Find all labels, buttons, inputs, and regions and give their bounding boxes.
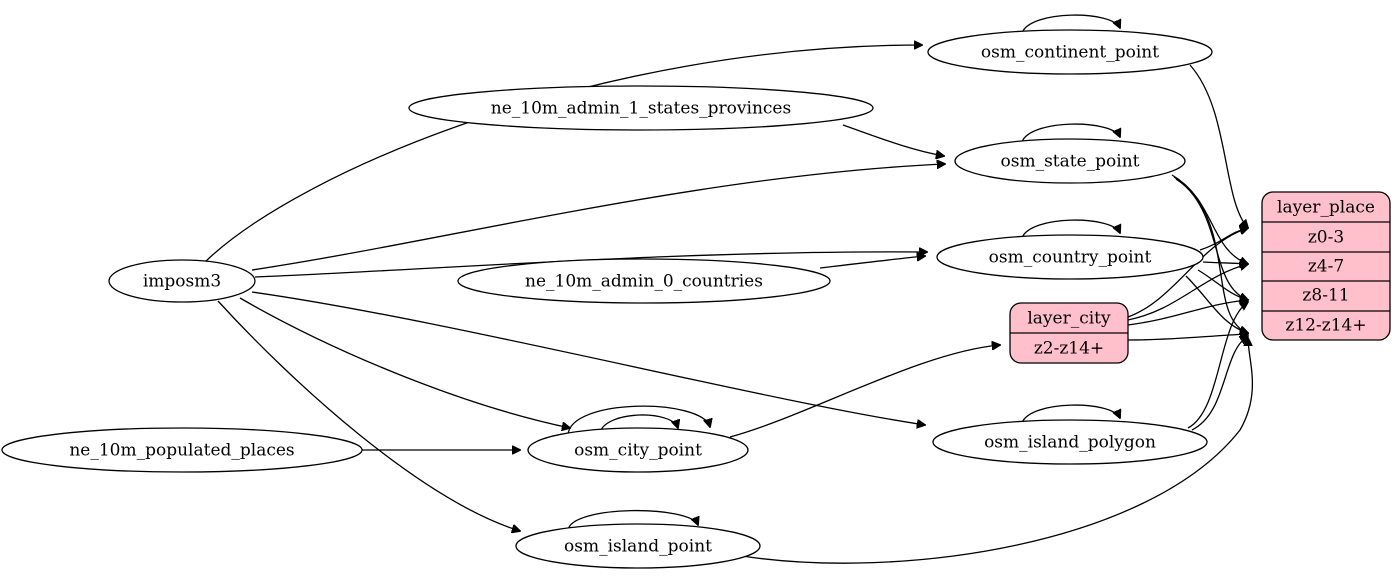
edge-imposm3-osm_state_point (251, 164, 945, 271)
edge-osm_country_point-z4_7 (1202, 262, 1248, 264)
edge-selfloop-osm_city_point-inner (599, 414, 678, 433)
edge-osm_island_polygon-z8_11 (1187, 302, 1248, 429)
record-row-layer_place-z0_3: z0-3 (1308, 228, 1344, 248)
edge-osm_city_point-layer_city (729, 345, 1000, 438)
edge-layer_city-z0_3 (1127, 228, 1248, 318)
node-ne_10m_admin_0_countries[interactable]: ne_10m_admin_0_countries (457, 258, 831, 304)
record-layer_city[interactable]: layer_city z2-z14+ (1009, 302, 1129, 364)
edge-imposm3-osm_island_point (217, 300, 520, 531)
node-label-osm_island_polygon: osm_island_polygon (984, 433, 1156, 453)
edge-imposm3-osm_continent_point (204, 45, 922, 263)
edge-selfloop-osm_city_point-outer (567, 405, 710, 436)
edge-selfloop-osm_island_polygon (1021, 404, 1120, 424)
edge-layer_city-z4_7 (1127, 264, 1248, 321)
node-osm_city_point[interactable]: osm_city_point (527, 427, 749, 473)
edge-osm_state_point-z12_z14 (1175, 178, 1248, 333)
edge-selfloop-osm_country_point (1021, 219, 1120, 239)
node-label-ne_10m_admin_1_states_provinces: ne_10m_admin_1_states_provinces (491, 99, 791, 119)
node-osm_state_point[interactable]: osm_state_point (954, 138, 1186, 184)
edge-layer_city-z8_11 (1127, 300, 1248, 326)
node-ne_10m_populated_places[interactable]: ne_10m_populated_places (1, 427, 363, 473)
node-label-osm_continent_point: osm_continent_point (981, 43, 1159, 63)
record-row-layer_place-z12_z14: z12-z14+ (1285, 316, 1366, 336)
edge-selfloop-osm_continent_point (1021, 14, 1120, 34)
edge-osm_state_point-z4_7 (1171, 174, 1248, 264)
node-layer: imposm3 ne_10m_admin_1_states_provinces … (1, 29, 1213, 569)
node-label-osm_city_point: osm_city_point (574, 441, 702, 461)
record-header-layer_place: layer_place (1277, 198, 1375, 218)
edge-ne_countries-osm_country_point (819, 256, 925, 269)
record-header-layer_city: layer_city (1027, 309, 1111, 329)
record-row-layer_place-z8_11: z8-11 (1302, 286, 1349, 306)
edge-imposm3-osm_island_polygon (251, 291, 925, 425)
edge-imposm3-osm_city_point (239, 297, 570, 428)
edge-osm_continent_point-z0_3 (1189, 64, 1248, 228)
edge-osm_island_polygon-z12_z14 (1191, 336, 1248, 431)
node-label-ne_10m_admin_0_countries: ne_10m_admin_0_countries (525, 272, 763, 292)
node-label-ne_10m_populated_places: ne_10m_populated_places (69, 441, 294, 461)
edge-layer (204, 14, 1254, 564)
edge-osm_state_point-z8_11 (1173, 176, 1248, 300)
edge-osm_island_point-z12_z14 (741, 338, 1254, 564)
edge-selfloop-osm_state_point (1021, 123, 1120, 143)
node-imposm3[interactable]: imposm3 (108, 259, 256, 303)
record-layer: layer_place z0-3 z4-7 z8-11 z12-z14+ lay… (1009, 191, 1391, 364)
edge-ne_states-osm_state_point (842, 124, 944, 156)
record-layer_place[interactable]: layer_place z0-3 z4-7 z8-11 z12-z14+ (1261, 191, 1391, 341)
node-label-osm_country_point: osm_country_point (989, 248, 1152, 268)
edge-layer_city-z12_z14 (1127, 334, 1248, 341)
node-osm_island_polygon[interactable]: osm_island_polygon (932, 419, 1208, 465)
node-label-imposm3: imposm3 (143, 272, 221, 292)
node-osm_island_point[interactable]: osm_island_point (515, 523, 761, 569)
record-row-layer_place-z4_7: z4-7 (1308, 257, 1344, 277)
node-osm_country_point[interactable]: osm_country_point (936, 234, 1204, 280)
edge-selfloop-osm_island_point (567, 509, 698, 531)
node-ne_10m_admin_1_states_provinces[interactable]: ne_10m_admin_1_states_provinces (408, 85, 874, 131)
record-row-layer_city-z2_z14: z2-z14+ (1034, 339, 1104, 359)
node-label-osm_state_point: osm_state_point (1001, 152, 1140, 172)
node-osm_continent_point[interactable]: osm_continent_point (927, 29, 1213, 75)
node-label-osm_island_point: osm_island_point (564, 537, 712, 557)
